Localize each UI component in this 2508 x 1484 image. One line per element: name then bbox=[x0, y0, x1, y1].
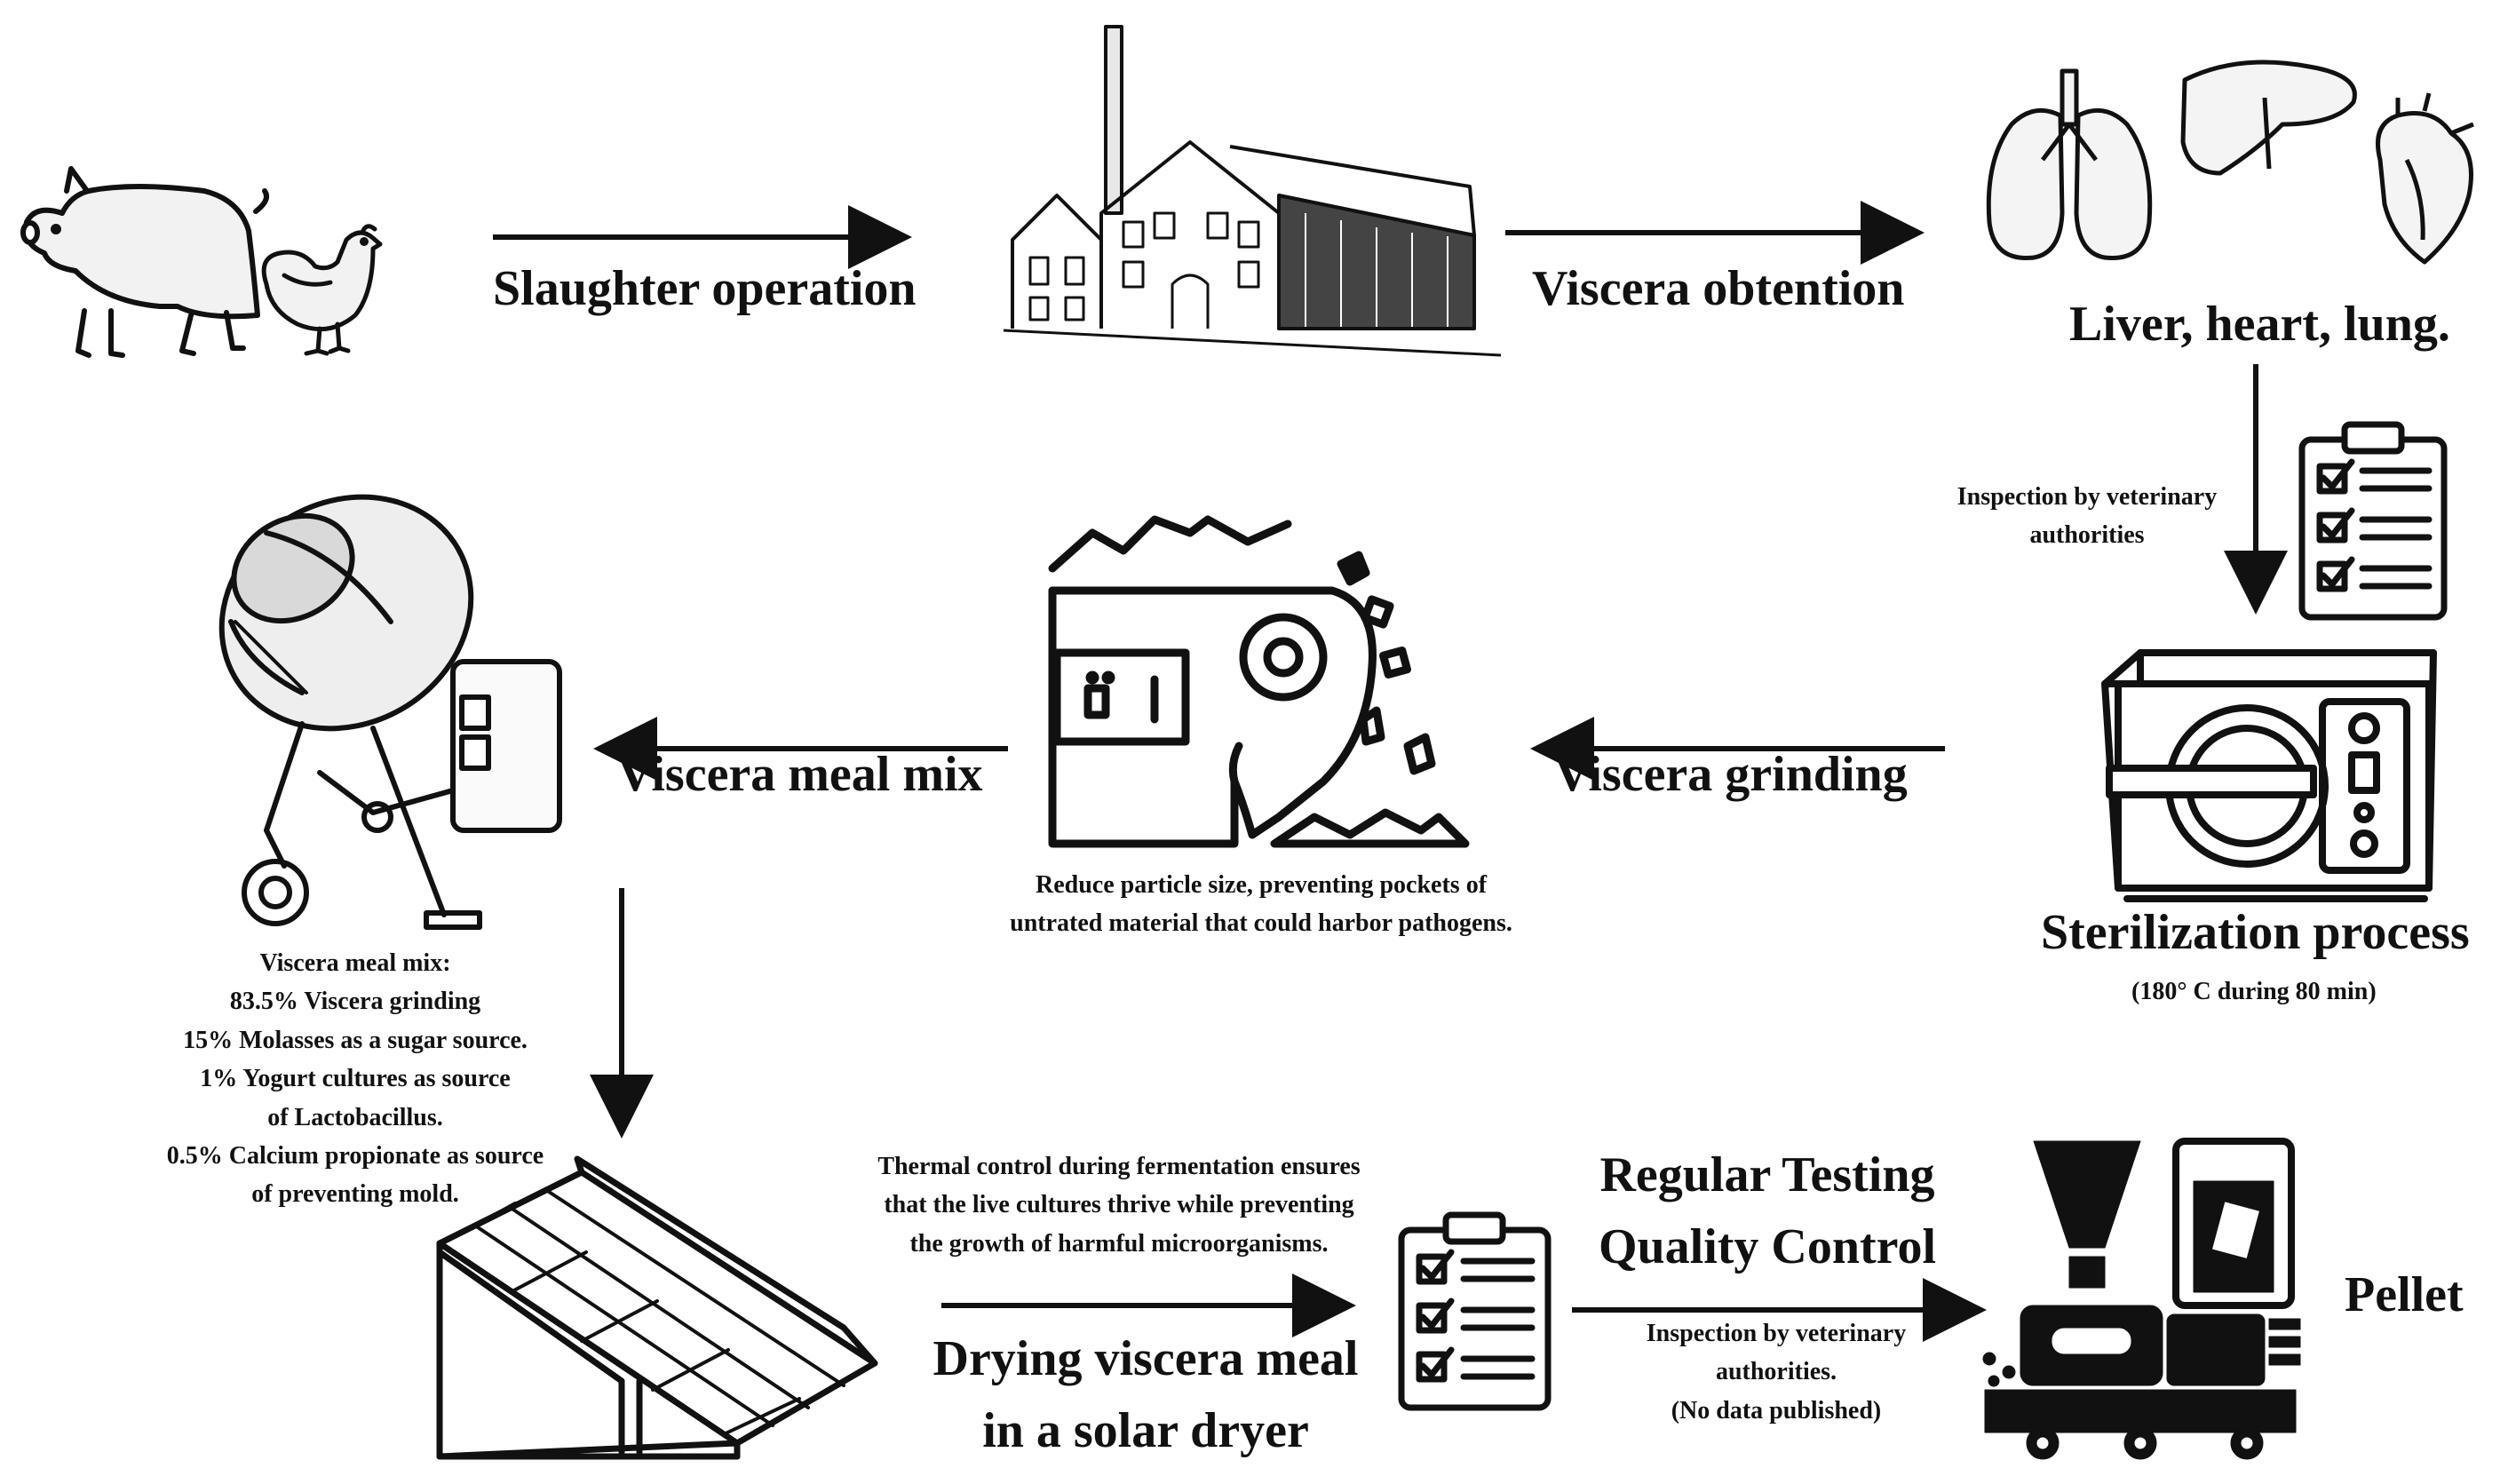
mix-recipe: Viscera meal mix: 83.5% Viscera grinding… bbox=[166, 949, 544, 1209]
label-testing: Regular Testing Quality Control bbox=[1598, 1147, 1937, 1275]
grinder-icon bbox=[1048, 515, 1470, 848]
liver-icon bbox=[2180, 60, 2357, 176]
pellet-machine-icon bbox=[1982, 1138, 2301, 1460]
sterilization-detail: (180° C during 80 min) bbox=[2131, 978, 2377, 1005]
thermal-note: Thermal control during fermentation ensu… bbox=[877, 1153, 1361, 1258]
label-drying: Drying viscera meal in a solar dryer bbox=[933, 1331, 1359, 1459]
cement-mixer-icon bbox=[218, 494, 562, 930]
label-viscera-obtention: Viscera obtention bbox=[1532, 261, 1905, 316]
clipboard-icon bbox=[2298, 421, 2448, 621]
grinding-note: Reduce particle size, preventing pockets… bbox=[1010, 871, 1512, 938]
clipboard-icon bbox=[1398, 1211, 1552, 1411]
inspection-note: Inspection by veterinary authorities bbox=[1956, 483, 2218, 550]
label-viscera-grinding: Viscera grinding bbox=[1554, 747, 1908, 802]
heart-icon bbox=[2376, 92, 2474, 265]
label-sterilization: Sterilization process bbox=[2041, 905, 2470, 960]
label-pellet: Pellet bbox=[2345, 1267, 2464, 1322]
autoclave-icon bbox=[2101, 649, 2437, 902]
label-organs: Liver, heart, lung. bbox=[2069, 297, 2450, 352]
lungs-icon bbox=[1986, 68, 2153, 260]
solar-dryer-icon bbox=[436, 1155, 878, 1460]
factory-icon bbox=[1003, 25, 1502, 357]
label-viscera-meal-mix: Viscera meal mix bbox=[617, 747, 983, 802]
label-slaughter-operation: Slaughter operation bbox=[493, 261, 917, 316]
chicken-icon bbox=[261, 224, 383, 356]
pig-icon bbox=[20, 166, 269, 358]
inspection-note-2: Inspection by veterinary authorities. (N… bbox=[1646, 1320, 1907, 1424]
